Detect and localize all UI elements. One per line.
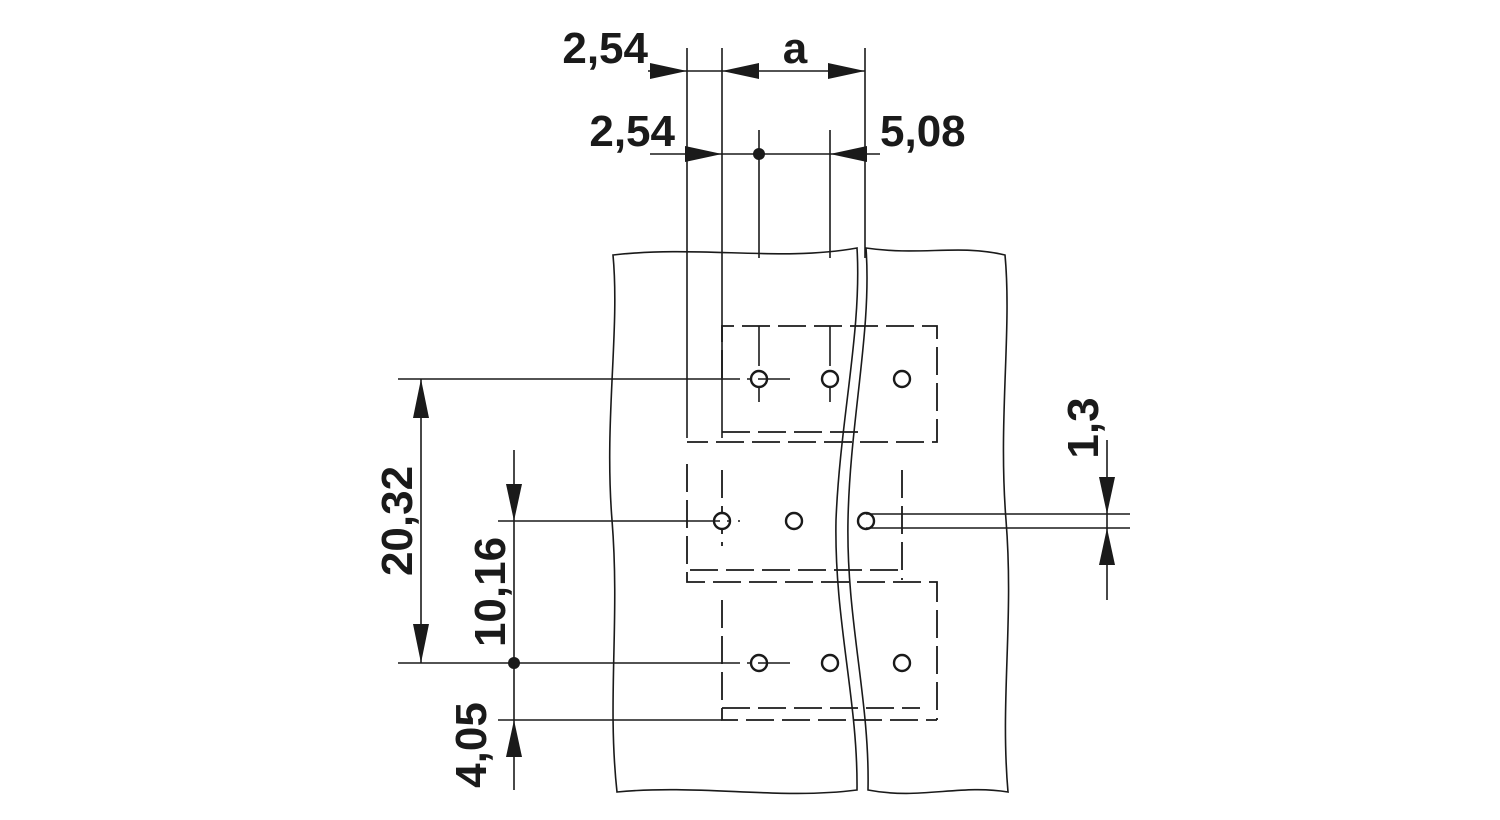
pin-hole: [784, 511, 804, 531]
dim-label-top-pitch: 2,54: [562, 24, 648, 73]
dimension-row-top: 2,54 a: [562, 24, 865, 79]
dimension-row-pitch: 10,16: [466, 450, 522, 790]
pin-hole: [820, 653, 840, 673]
pin-hole: [820, 369, 840, 389]
dimension-row-second: 2,54 5,08: [589, 107, 966, 162]
dim-label-row-pitch: 10,16: [466, 537, 515, 647]
pcb-board-outline: [608, 247, 1010, 795]
dim-label-edge-offset: 4,05: [447, 702, 496, 788]
board-right-panel: [847, 247, 1010, 795]
dimension-edge-offset: 4,05: [447, 702, 496, 788]
connector-footprint-top: [687, 325, 938, 443]
dim-label-hole-diameter: 1,3: [1059, 397, 1108, 458]
dim-label-row-span: 20,32: [373, 466, 422, 576]
connector-footprint-bottom: [721, 600, 937, 721]
dim-label-offset-right: 5,08: [880, 107, 966, 156]
extension-lines-horizontal: [398, 378, 1130, 721]
board-left-panel: [608, 247, 859, 795]
pin-hole: [892, 369, 912, 389]
pin-hole: [856, 511, 876, 531]
dim-label-second-pitch: 2,54: [589, 107, 675, 156]
connector-footprint-middle: [686, 464, 938, 720]
pin-hole: [892, 653, 912, 673]
dim-label-pitch-a: a: [783, 24, 808, 73]
dimension-hole-diameter: 1,3: [1059, 397, 1115, 600]
dimension-row-span: 20,32: [373, 379, 429, 663]
